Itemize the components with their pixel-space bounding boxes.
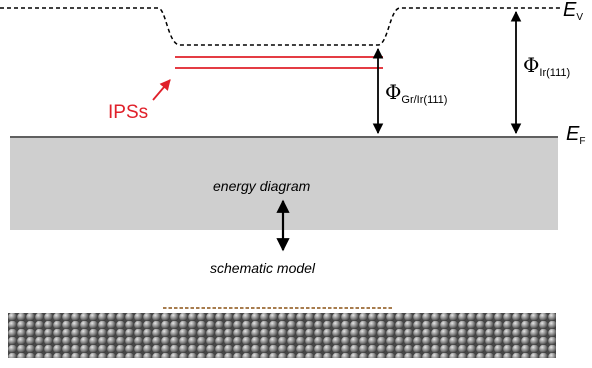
work-function-gr-label: ΦGr/Ir(111)	[385, 82, 447, 106]
phi-symbol-gr: Φ	[385, 80, 402, 104]
phi-symbol-ir: Φ	[523, 53, 540, 77]
iridium-substrate	[8, 313, 556, 358]
schematic-model-label: schematic model	[210, 260, 316, 276]
fermi-level-symbol: E	[566, 123, 580, 145]
ipss-label: IPSs	[108, 102, 149, 123]
fermi-level-subscript: F	[579, 136, 586, 147]
vacuum-level-profile	[0, 7, 560, 46]
vacuum-level-label: EV	[563, 0, 583, 23]
vacuum-level-subscript: V	[576, 12, 584, 23]
ipss-pointer-arrow	[152, 79, 171, 101]
work-function-ir-label: ΦIr(111)	[523, 55, 570, 79]
vacuum-level-symbol: E	[563, 0, 577, 21]
fermi-level-label: EF	[566, 124, 585, 147]
work-function-ir-subscript: Ir(111)	[539, 67, 571, 79]
work-function-gr-subscript: Gr/Ir(111)	[401, 94, 448, 106]
energy-diagram-label: energy diagram	[213, 178, 311, 194]
